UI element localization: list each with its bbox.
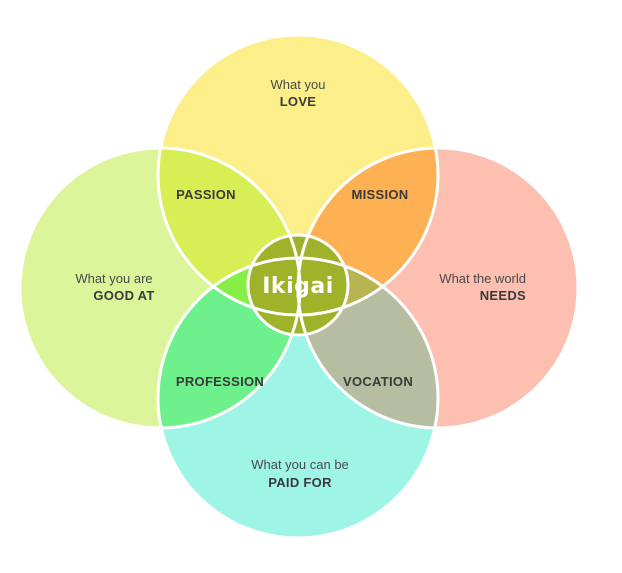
world-needs-label-line1: What the world [439,271,526,286]
good-at-label-line2: GOOD AT [93,288,154,303]
love-label-line1: What you [271,77,326,92]
world-needs-label-line2: NEEDS [480,288,526,303]
world-needs-circle-outline [296,146,580,430]
paid-for-label-line2: PAID FOR [268,475,332,490]
passion-label: PASSION [176,187,236,202]
paid-for-label-line1: What you can be [251,457,349,472]
vocation-label: VOCATION [343,374,413,389]
ikigai-center-outline [246,233,350,337]
ikigai-center-label: Ikigai [262,274,334,299]
profession-label: PROFESSION [176,374,264,389]
mission-label: MISSION [352,187,409,202]
vocation-region [298,258,438,428]
love-label-line2: LOVE [280,94,317,109]
mission-region [298,148,438,315]
paid-for-circle-outline [156,256,440,540]
good-at-label-line1: What you are [75,271,152,286]
